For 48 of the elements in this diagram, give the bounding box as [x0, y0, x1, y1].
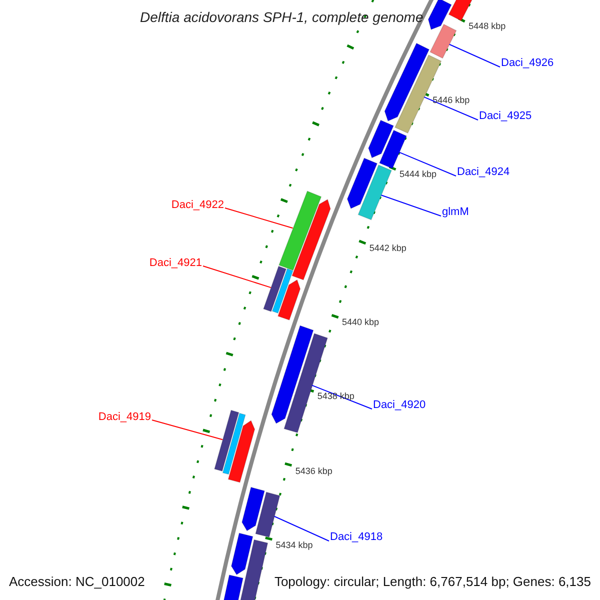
gene-label: Daci_4924: [457, 165, 510, 179]
leader-line: [380, 194, 442, 216]
gene-segment: [277, 279, 301, 320]
scale-label: 5444 kbp: [400, 169, 437, 180]
gene-segment: [278, 190, 322, 271]
gene-segment: [292, 198, 331, 280]
gene-label: Daci_4926: [501, 56, 554, 70]
gene-segment: [272, 268, 294, 314]
gene-segment: [230, 532, 254, 576]
gene-label: Daci_4918: [330, 530, 383, 544]
gene-segment: [262, 266, 287, 312]
gene-segment: [346, 158, 378, 210]
leader-line: [202, 266, 272, 288]
gene-segment: [384, 42, 430, 122]
gene-segment: [378, 130, 408, 170]
scale-label: 5448 kbp: [468, 20, 506, 32]
scale-label: 5442 kbp: [369, 243, 406, 254]
title: Delftia acidovorans SPH-1, complete genome: [140, 8, 424, 26]
gene-segment: [222, 412, 246, 475]
gene-segment: [214, 410, 240, 472]
leader-line: [224, 208, 294, 229]
scale-label: 5438 kbp: [317, 391, 354, 402]
gene-label: Daci_4925: [479, 109, 532, 123]
gene-label: Daci_4921: [149, 256, 202, 270]
scale-label: 5436 kbp: [295, 466, 332, 477]
scale-label: 5440 kbp: [342, 317, 380, 328]
gene-segment: [430, 24, 457, 59]
leader-line: [312, 384, 372, 410]
gene-segment: [358, 164, 392, 220]
gene-segment: [242, 486, 265, 532]
gene-segment: [368, 120, 394, 158]
gene-label: Daci_4920: [373, 398, 426, 412]
scale-label: 5446 kbp: [432, 95, 470, 106]
gene-segment: [255, 492, 280, 538]
gene-label: Daci_4922: [171, 198, 224, 212]
leader-line: [424, 96, 478, 120]
accession-text: Accession: NC_010002: [9, 574, 145, 590]
genome-info-text: Topology: circular; Length: 6,767,514 bp; Genes: 6,135: [274, 574, 591, 590]
leader-line: [448, 44, 500, 68]
gene-label: glmM: [442, 205, 469, 219]
leader-line: [152, 420, 224, 440]
gene-segment: [428, 0, 452, 30]
leader-line: [398, 152, 456, 176]
gene-segment: [228, 420, 256, 483]
leader-line: [274, 516, 330, 542]
gene-segment: [271, 325, 314, 424]
gene-label: Daci_4919: [98, 410, 151, 424]
scale-label: 5434 kbp: [276, 540, 313, 551]
